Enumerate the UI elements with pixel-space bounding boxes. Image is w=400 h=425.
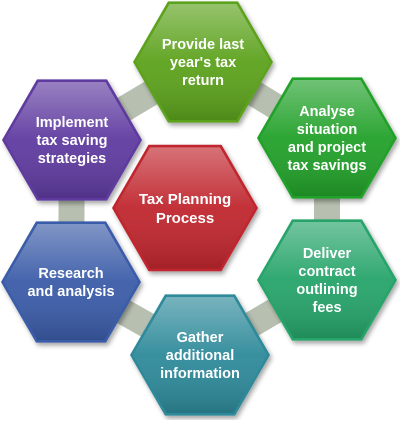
step-hexagon-4: Gather additional information	[130, 294, 270, 416]
step-hexagon-2-gloss	[260, 80, 394, 196]
center-hexagon-label-line: Tax Planning	[139, 191, 231, 208]
step-hexagon-5: Research and analysis	[1, 221, 141, 343]
step-hexagon-1-gloss	[136, 4, 270, 120]
step-hexagon-6-label-line: strategies	[38, 151, 107, 167]
step-hexagon-4-label-line: additional	[166, 348, 234, 364]
step-hexagon-1-label-line: Provide last	[162, 37, 244, 53]
step-hexagon-6-label-line: tax saving	[37, 133, 108, 149]
step-hexagon-3-label-line: outlining	[296, 282, 357, 298]
step-hexagon-1: Provide last year's tax return	[133, 1, 273, 123]
step-hexagon-5-gloss	[4, 224, 138, 340]
step-hexagon-3-label-line: contract	[298, 264, 355, 280]
step-hexagon-1-label-line: year's tax	[170, 55, 236, 71]
step-hexagon-6: Implement tax saving strategies	[2, 79, 142, 201]
step-hexagon-5-label-line: and analysis	[27, 284, 114, 300]
step-hexagon-4-gloss	[133, 297, 267, 413]
center-hexagon-gloss	[115, 147, 255, 269]
step-hexagon-3-label-line: fees	[312, 300, 341, 316]
center-hexagon-label-line: Process	[156, 210, 214, 227]
step-hexagon-1-label-line: return	[182, 73, 224, 89]
step-hexagon-5-label-line: Research	[38, 266, 103, 282]
step-hexagon-3: Deliver contract outlining fees	[257, 219, 397, 341]
step-hexagon-2: Analyse situation and project tax savings	[257, 77, 397, 199]
step-hexagon-4-label-line: information	[160, 366, 240, 382]
step-hexagon-2-label-line: and project	[288, 140, 366, 156]
step-hexagon-3-gloss	[260, 222, 394, 338]
step-hexagon-3-label-line: Deliver	[303, 246, 352, 262]
step-hexagon-2-label-line: situation	[297, 122, 357, 138]
step-hexagon-6-gloss	[5, 82, 139, 198]
step-hexagon-2-label-line: tax savings	[288, 158, 367, 174]
step-hexagon-4-label-line: Gather	[177, 330, 224, 346]
step-hexagon-2-label-line: Analyse	[299, 104, 355, 120]
step-hexagon-6-label-line: Implement	[36, 115, 109, 131]
